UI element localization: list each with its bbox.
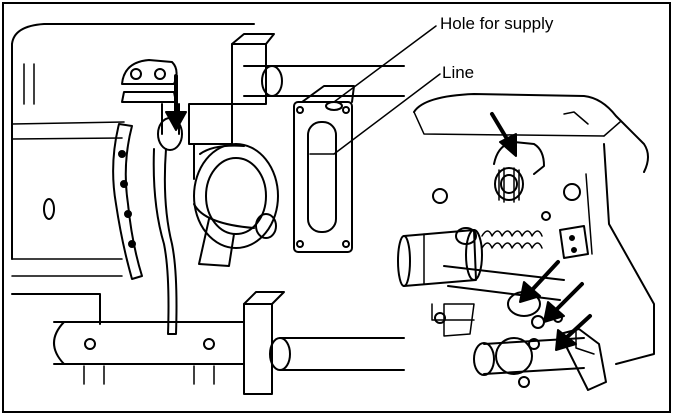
label-hole-for-supply: Hole for supply bbox=[440, 14, 554, 33]
label-line: Line bbox=[442, 63, 475, 82]
arrow-diagonal-icon bbox=[490, 112, 517, 157]
arrow-diagonal-icon bbox=[519, 260, 560, 303]
leader-hole-for-supply bbox=[333, 25, 437, 103]
arrow-diagonal-icon bbox=[555, 314, 592, 351]
arrow-diagonal-icon bbox=[543, 282, 584, 323]
diagram-frame: Hole for supply Line bbox=[2, 2, 671, 413]
machine-illustration bbox=[11, 23, 655, 395]
leader-line bbox=[333, 73, 441, 155]
arrow-down-icon bbox=[165, 74, 187, 131]
right-view-illustration bbox=[397, 93, 655, 391]
left-view-illustration bbox=[11, 23, 405, 395]
